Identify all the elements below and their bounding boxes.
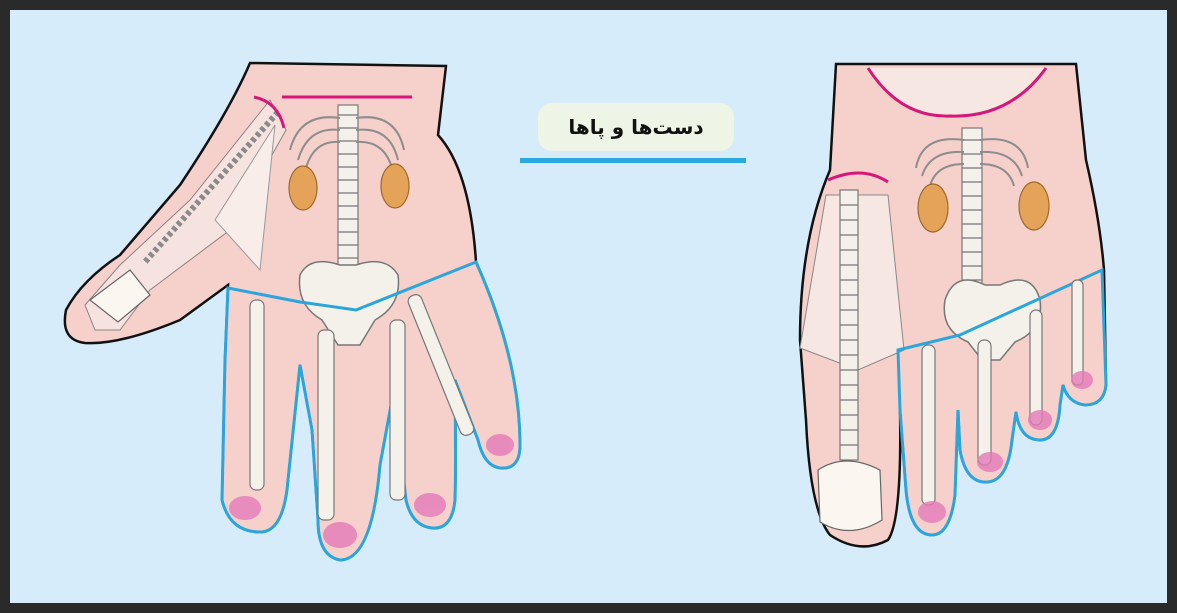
- hand-kidney-left: [289, 166, 317, 210]
- foot-kidney-right: [1019, 182, 1049, 230]
- foot-kidney-left: [918, 184, 948, 232]
- foot-bigtoe-nail: [818, 461, 882, 531]
- hand-kidney-right: [381, 164, 409, 208]
- hand-figure: [65, 63, 520, 560]
- title-box: دست‌ها و پاها: [538, 103, 734, 151]
- foot-figure: [800, 64, 1106, 546]
- title-underline: [520, 158, 746, 163]
- title-text: دست‌ها و پاها: [568, 115, 703, 139]
